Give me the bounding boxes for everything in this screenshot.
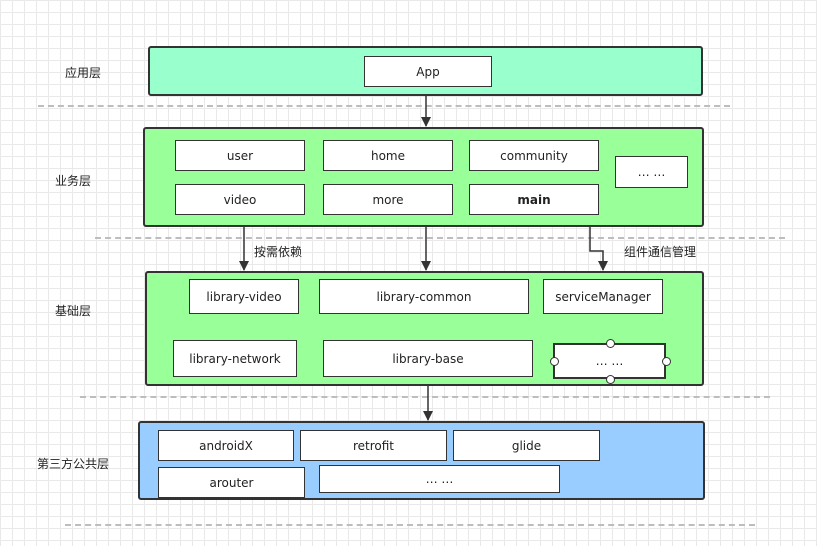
- separator-line: [65, 524, 755, 526]
- node-user[interactable]: user: [175, 140, 305, 171]
- edge-label-on-demand: 按需依赖: [254, 245, 303, 259]
- node-retrofit[interactable]: retrofit: [300, 430, 447, 461]
- layer-label-base: 基础层: [55, 304, 92, 318]
- layer-label-app: 应用层: [65, 66, 102, 80]
- node-service-manager[interactable]: serviceManager: [543, 279, 663, 314]
- node-library-common[interactable]: library-common: [319, 279, 529, 314]
- layer-label-business: 业务层: [55, 174, 92, 188]
- edge-business-to-service-manager: [589, 227, 608, 271]
- selection-handle[interactable]: [550, 357, 559, 366]
- node-more[interactable]: more: [323, 184, 453, 215]
- separator-line: [95, 237, 785, 239]
- node-library-network[interactable]: library-network: [173, 340, 297, 377]
- node-library-video[interactable]: library-video: [189, 279, 299, 314]
- node-third-more-ellipsis[interactable]: … …: [319, 465, 560, 493]
- separator-line: [80, 396, 770, 398]
- selection-handle[interactable]: [606, 339, 615, 348]
- node-main[interactable]: main: [469, 184, 599, 215]
- node-business-more-ellipsis[interactable]: … …: [615, 156, 688, 188]
- node-library-base[interactable]: library-base: [323, 340, 533, 377]
- node-app[interactable]: App: [364, 56, 492, 87]
- node-community[interactable]: community: [469, 140, 599, 171]
- layer-label-third: 第三方公共层: [37, 457, 110, 471]
- selection-handle[interactable]: [606, 375, 615, 384]
- node-video[interactable]: video: [175, 184, 305, 215]
- node-glide[interactable]: glide: [453, 430, 600, 461]
- node-androidx[interactable]: androidX: [158, 430, 294, 461]
- separator-line: [38, 105, 730, 107]
- selection-handle[interactable]: [662, 357, 671, 366]
- node-base-more-ellipsis[interactable]: … …: [553, 343, 666, 379]
- node-arouter[interactable]: arouter: [158, 467, 305, 498]
- edge-label-component-comm: 组件通信管理: [624, 245, 697, 259]
- node-home[interactable]: home: [323, 140, 453, 171]
- app-layer: [148, 46, 703, 96]
